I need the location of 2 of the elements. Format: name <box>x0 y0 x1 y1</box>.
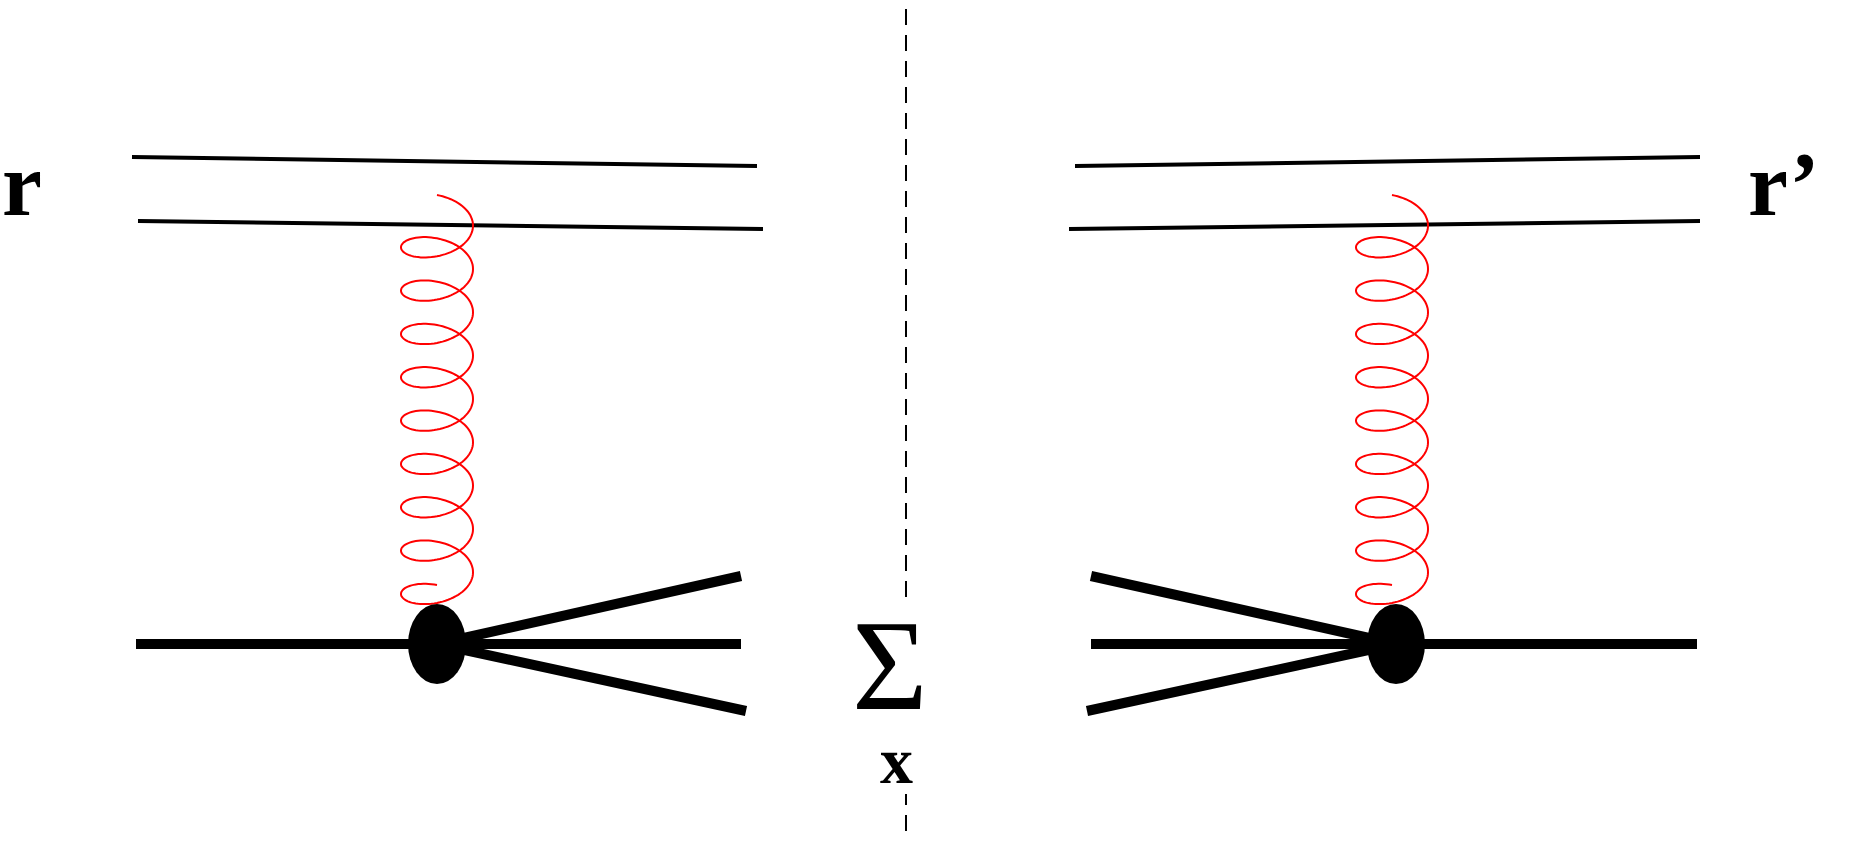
particle-label: r’ <box>1748 140 1820 230</box>
particle-label: r <box>2 140 42 230</box>
